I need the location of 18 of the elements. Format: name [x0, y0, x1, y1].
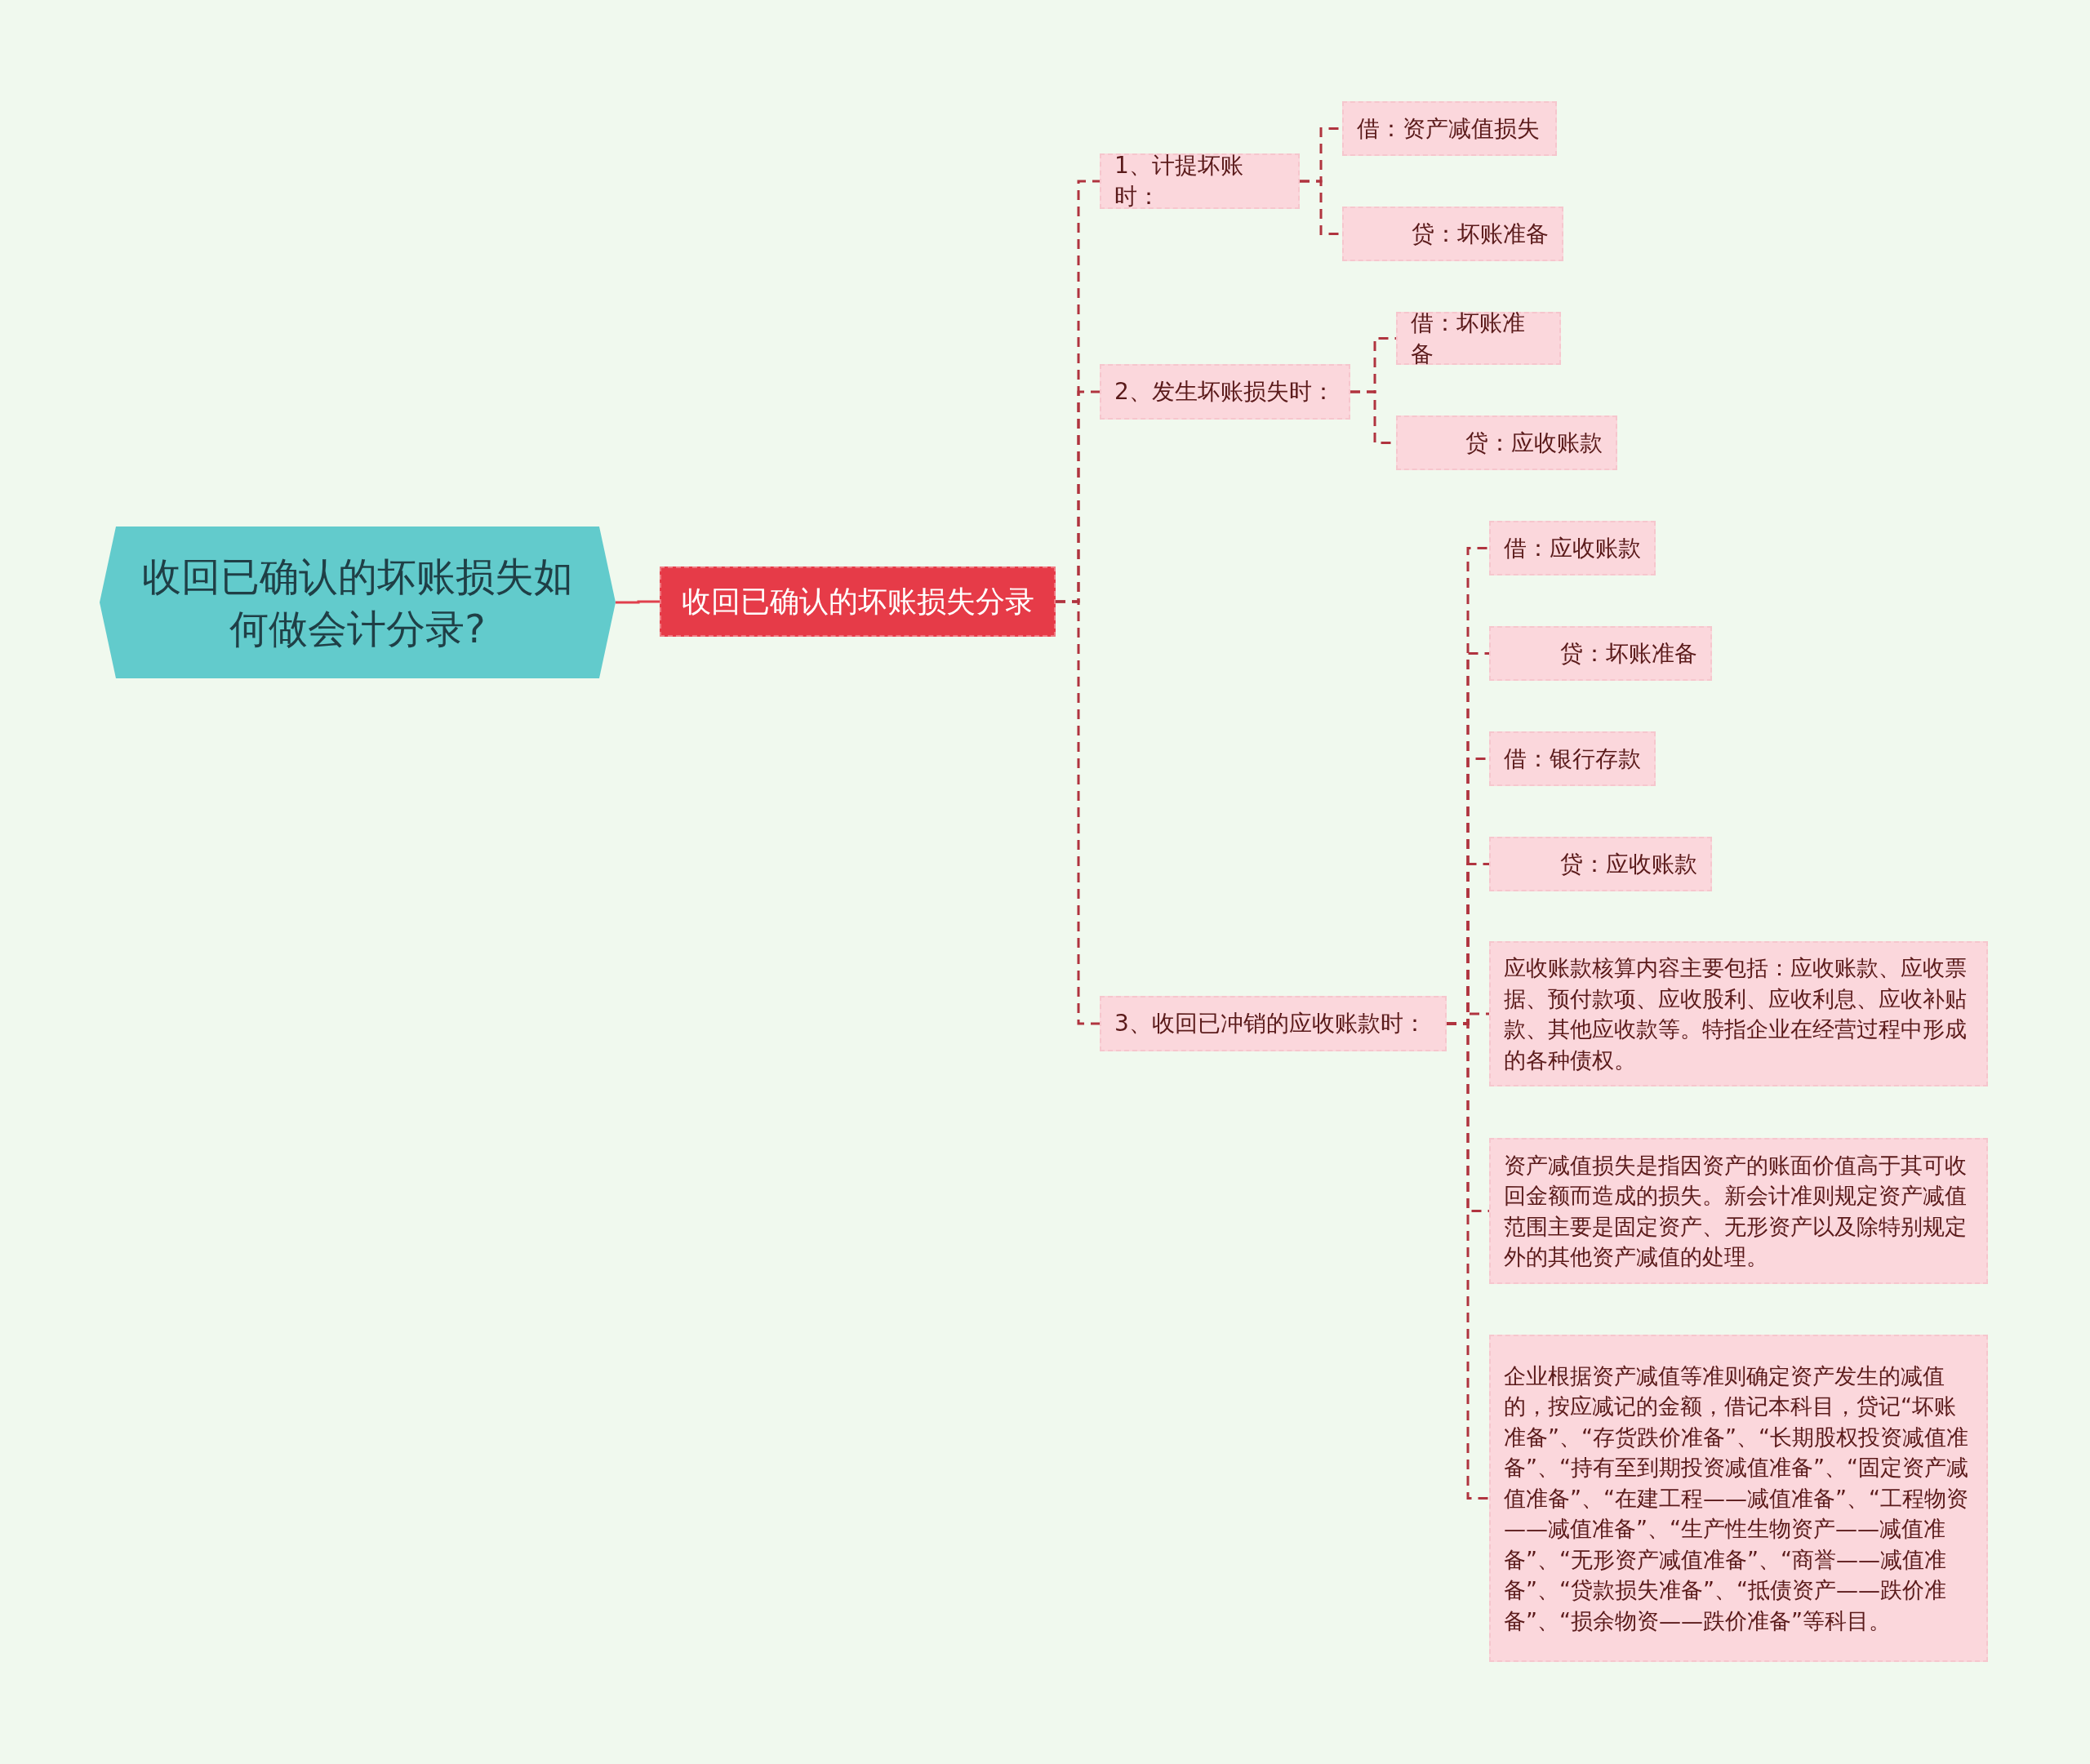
branch-box: 借：坏账准备	[1396, 312, 1561, 365]
note-box: 企业根据资产减值等准则确定资产发生的减值的，按应减记的金额，借记本科目，贷记“坏账准备”、“存货跌价准备”、“长期股权投资减值准备”、“持有至到期投资减值准备”、“固定资产减值准备”、“在建工程——减值准备”、“工程物资——减值准备”、“生产性生物资产——减值准备”、“无形资产减值准备”、“商誉——减值准备”、“贷款损失准备”、“抵债资产——跌价准备”、“损余物资——跌价准备”等科目。	[1489, 1335, 1988, 1662]
branch-box: 贷：坏账准备	[1342, 207, 1563, 261]
connector-line	[1056, 600, 1100, 1025]
branch-box: 2、发生坏账损失时：	[1100, 364, 1350, 420]
branch-box: 贷：应收账款	[1489, 837, 1712, 891]
branch-box: 贷：坏账准备	[1489, 626, 1712, 681]
branch-box: 1、计提坏账时：	[1100, 153, 1300, 209]
branch-box: 3、收回已冲销的应收账款时：	[1100, 996, 1447, 1051]
branch-box: 贷：应收账款	[1396, 415, 1617, 470]
subtopic-box: 收回已确认的坏账损失分录	[660, 567, 1056, 637]
branch-box: 借：资产减值损失	[1342, 101, 1557, 156]
note-box: 资产减值损失是指因资产的账面价值高于其可收回金额而造成的损失。新会计准则规定资产减值范围主要是固定资产、无形资产以及除特别规定外的其他资产减值的处理。	[1489, 1138, 1988, 1284]
note-box: 应收账款核算内容主要包括：应收账款、应收票据、预付款项、应收股利、应收利息、应收补贴款、其他应收款等。特指企业在经营过程中形成的各种债权。	[1489, 941, 1988, 1086]
branch-box: 借：应收账款	[1489, 521, 1656, 575]
branch-box: 借：银行存款	[1489, 731, 1656, 786]
connector-line	[616, 600, 660, 604]
topic-hexagon: 收回已确认的坏账损失如何做会计分录?	[100, 527, 616, 678]
